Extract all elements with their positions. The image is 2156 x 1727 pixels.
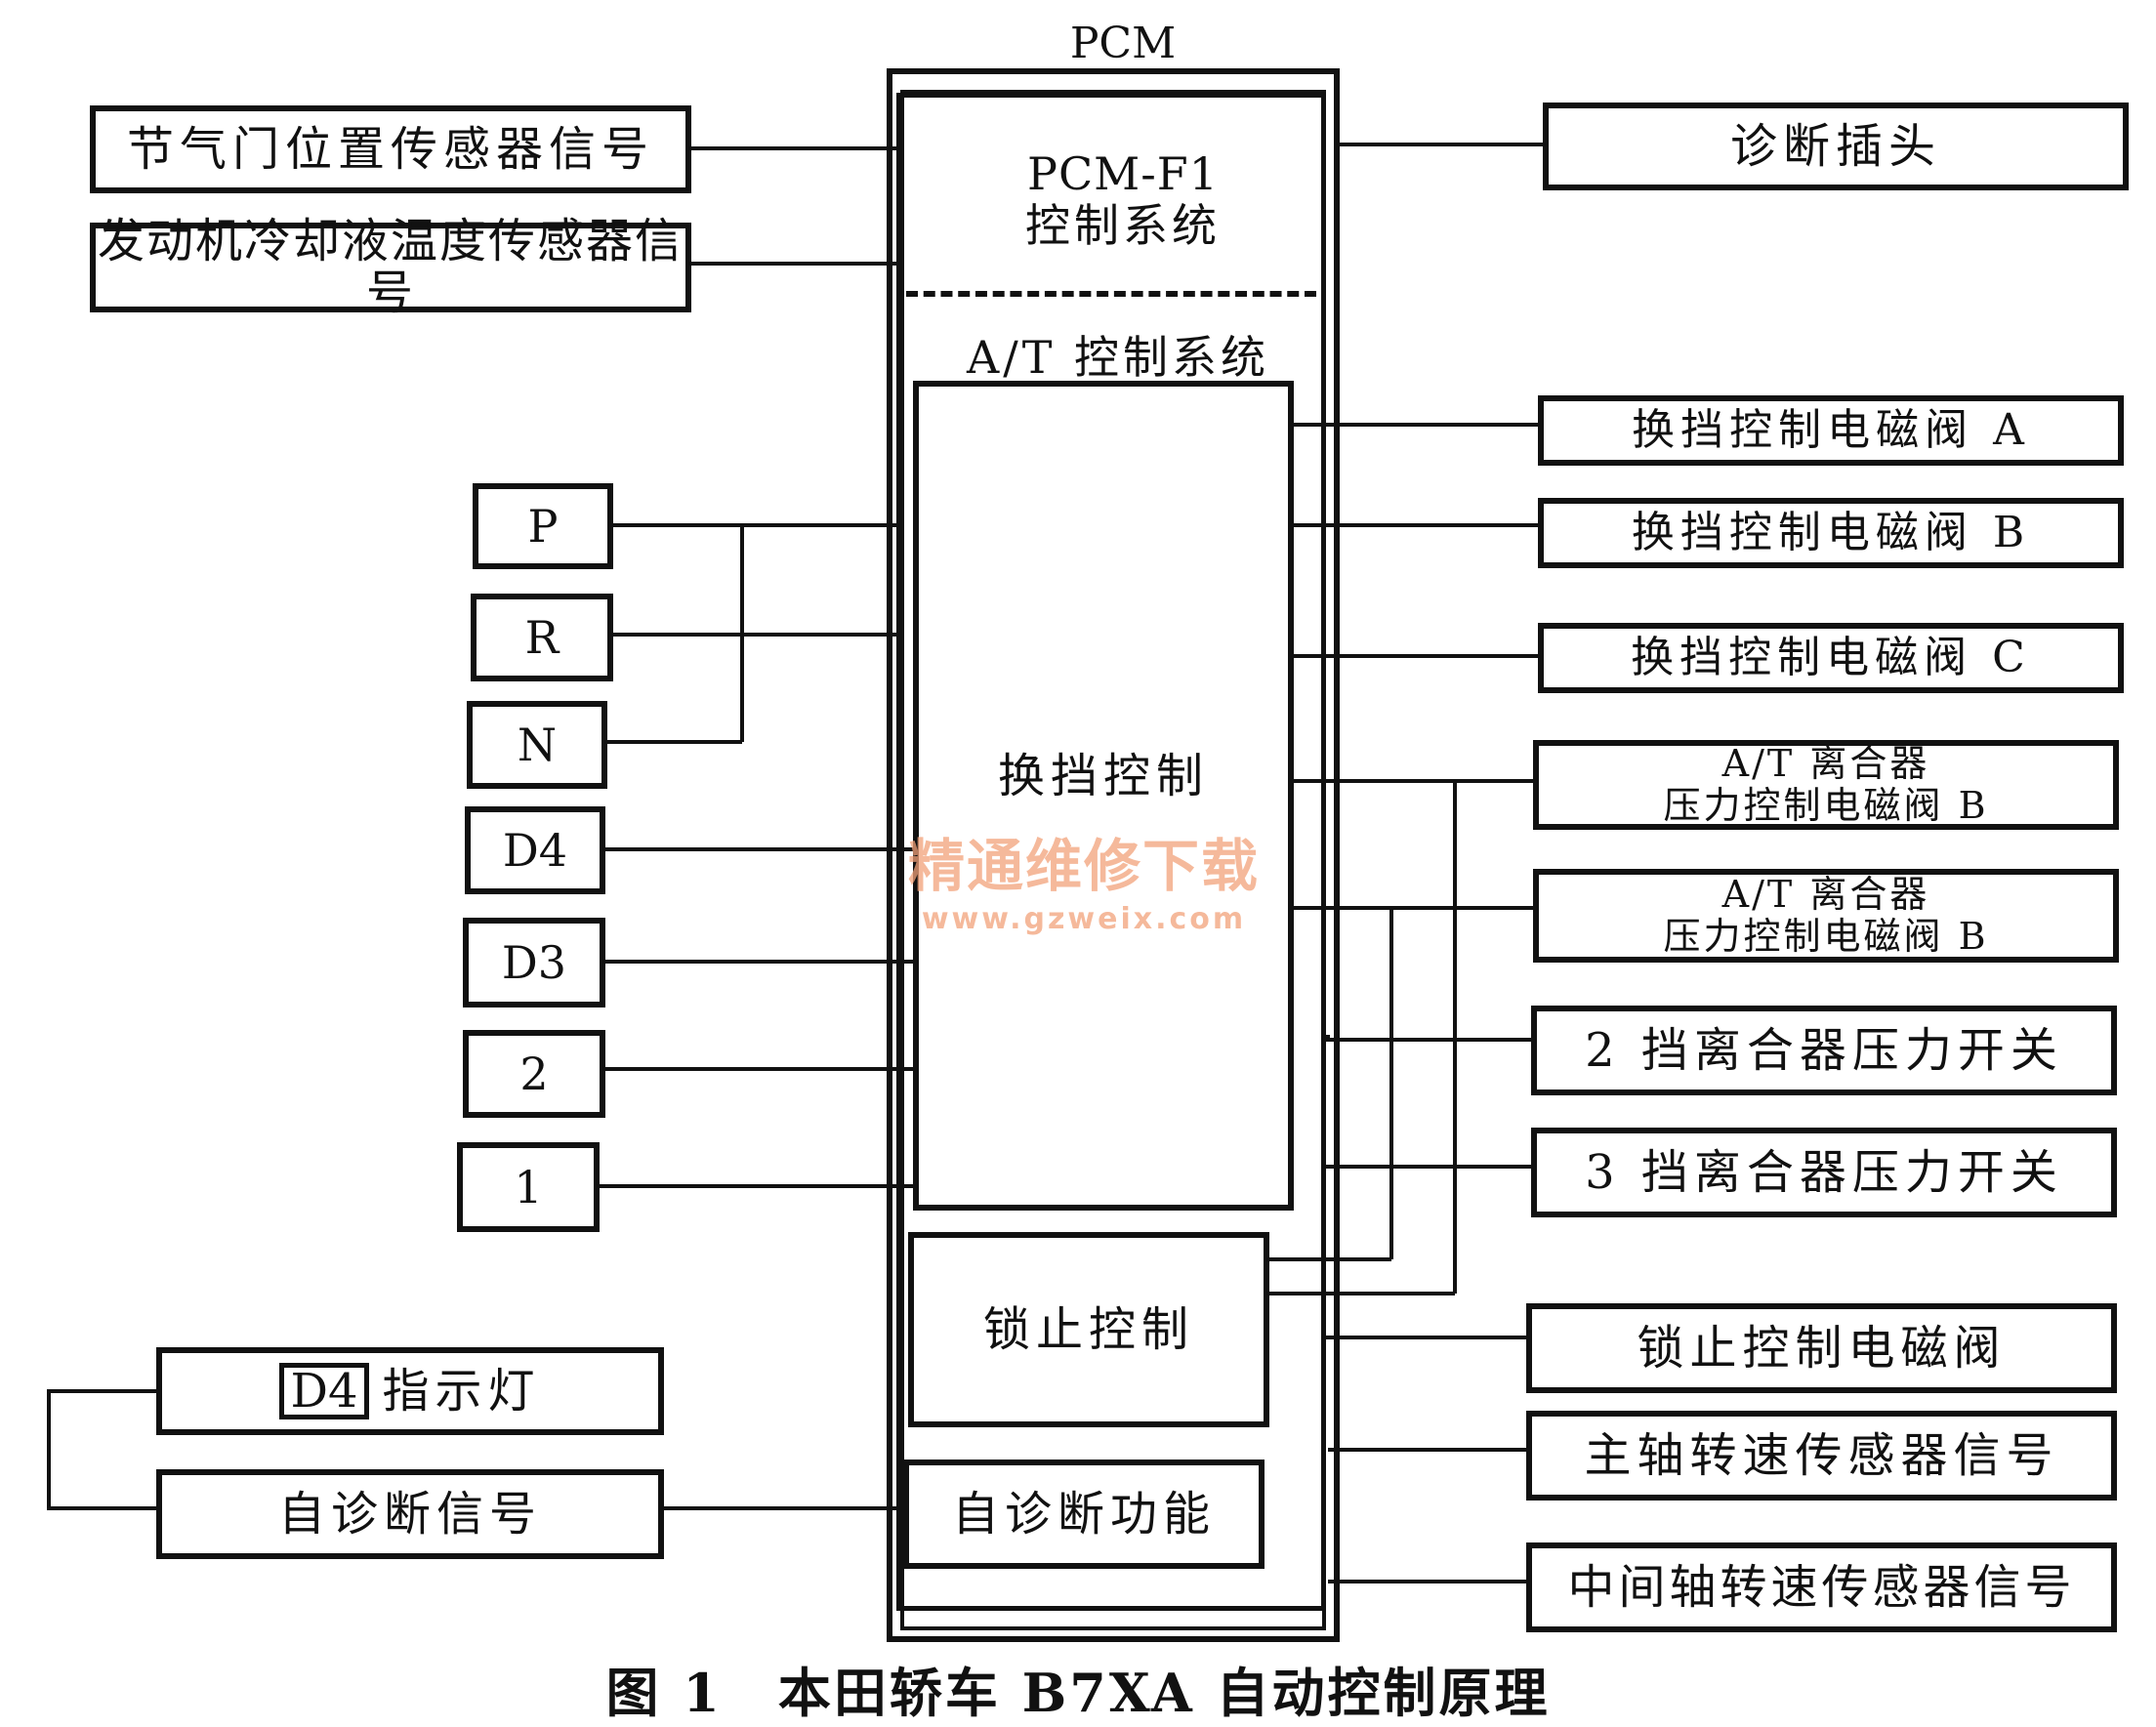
coolant-temp-sensor-label: 发动机冷却液温度传感器信号 bbox=[97, 214, 684, 320]
lockup-solenoid-label: 锁止控制电磁阀 bbox=[1637, 1320, 2007, 1376]
2nd-clutch-pressure-switch-box: 2 挡离合器压力开关 bbox=[1531, 1006, 2117, 1095]
shift-solenoid-a-label: 换挡控制电磁阀 A bbox=[1632, 404, 2030, 455]
self-diagnosis-signal-label: 自诊断信号 bbox=[277, 1486, 542, 1542]
at-control-title: A/T 控制系统 bbox=[966, 331, 1270, 384]
lockup-control-label: 锁止控制 bbox=[982, 1301, 1194, 1357]
clutch-pressure-solenoid-1-line2: 压力控制电磁阀 B bbox=[1663, 784, 1989, 827]
watermark: 精通维修下载 www.gzweix.com bbox=[879, 820, 1289, 936]
coolant-temp-sensor-box: 发动机冷却液温度传感器信号 bbox=[90, 216, 691, 318]
lockup-control-block: 锁止控制 bbox=[908, 1232, 1269, 1427]
self-diagnosis-signal-box: 自诊断信号 bbox=[156, 1469, 664, 1559]
shift-solenoid-b-label: 换挡控制电磁阀 B bbox=[1631, 507, 2031, 557]
clutch-pressure-solenoid-2-box: A/T 离合器 压力控制电磁阀 B bbox=[1533, 869, 2119, 963]
d4-indicator-badge: D4 bbox=[279, 1363, 369, 1419]
pcm-f1-divider bbox=[906, 291, 1316, 297]
countershaft-speed-sensor-label: 中间轴转速传感器信号 bbox=[1567, 1559, 2076, 1615]
shift-solenoid-c-label: 换挡控制电磁阀 C bbox=[1631, 632, 2031, 682]
gear-1-box: 1 bbox=[457, 1142, 600, 1232]
gear-d3-box: D3 bbox=[463, 918, 605, 1007]
diagnostic-connector-label: 诊断插头 bbox=[1729, 118, 1941, 174]
self-diagnosis-function-label: 自诊断功能 bbox=[951, 1486, 1216, 1542]
throttle-position-sensor-box: 节气门位置传感器信号 bbox=[90, 105, 691, 193]
gear-2-box: 2 bbox=[463, 1030, 605, 1118]
clutch-pressure-solenoid-1-line1: A/T 离合器 bbox=[1721, 742, 1930, 786]
throttle-position-sensor-label: 节气门位置传感器信号 bbox=[126, 121, 654, 177]
pcm-f1-title: PCM-F1 bbox=[1027, 147, 1219, 200]
3rd-clutch-pressure-switch-label: 3 挡离合器压力开关 bbox=[1585, 1144, 2063, 1200]
gear-p-box: P bbox=[473, 483, 613, 569]
shift-solenoid-a-box: 换挡控制电磁阀 A bbox=[1538, 395, 2124, 466]
gear-r-label: R bbox=[524, 610, 560, 664]
clutch-pressure-solenoid-2-line1: A/T 离合器 bbox=[1721, 873, 1930, 917]
pcm-outer-frame bbox=[887, 68, 1340, 1642]
diagnostic-connector-box: 诊断插头 bbox=[1543, 103, 2129, 190]
shift-control-block: 换挡控制 bbox=[913, 381, 1294, 1211]
shift-solenoid-b-box: 换挡控制电磁阀 B bbox=[1538, 498, 2124, 568]
pcm-f1-subtitle: 控制系统 bbox=[1025, 199, 1221, 252]
gear-p-label: P bbox=[527, 499, 559, 553]
clutch-pressure-solenoid-2-line2: 压力控制电磁阀 B bbox=[1663, 915, 1989, 958]
shift-control-label: 换挡控制 bbox=[997, 748, 1209, 803]
lockup-solenoid-box: 锁止控制电磁阀 bbox=[1526, 1303, 2117, 1393]
gear-n-box: N bbox=[467, 701, 607, 789]
3rd-clutch-pressure-switch-box: 3 挡离合器压力开关 bbox=[1531, 1128, 2117, 1217]
gear-r-box: R bbox=[471, 594, 613, 681]
shift-solenoid-c-box: 换挡控制电磁阀 C bbox=[1538, 623, 2124, 693]
countershaft-speed-sensor-box: 中间轴转速传感器信号 bbox=[1526, 1542, 2117, 1632]
watermark-title: 精通维修下载 bbox=[907, 833, 1260, 899]
mainshaft-speed-sensor-label: 主轴转速传感器信号 bbox=[1584, 1427, 2059, 1483]
d4-indicator-box: D4 指示灯 bbox=[156, 1347, 664, 1435]
watermark-url: www.gzweix.com bbox=[921, 902, 1247, 936]
clutch-pressure-solenoid-1-box: A/T 离合器 压力控制电磁阀 B bbox=[1533, 740, 2119, 830]
self-diagnosis-function-block: 自诊断功能 bbox=[903, 1460, 1265, 1569]
gear-2-label: 2 bbox=[519, 1047, 549, 1100]
gear-d4-box: D4 bbox=[465, 806, 605, 894]
gear-d3-label: D3 bbox=[501, 935, 567, 989]
figure-caption: 图 1 本田轿车 B7XA 自动控制原理 bbox=[605, 1662, 1551, 1724]
gear-d4-label: D4 bbox=[502, 823, 568, 877]
2nd-clutch-pressure-switch-label: 2 挡离合器压力开关 bbox=[1585, 1022, 2063, 1078]
pcm-title: PCM bbox=[1069, 19, 1177, 68]
pcm-module-frame bbox=[896, 93, 1326, 1611]
gear-1-label: 1 bbox=[514, 1160, 543, 1213]
mainshaft-speed-sensor-box: 主轴转速传感器信号 bbox=[1526, 1411, 2117, 1501]
gear-n-label: N bbox=[517, 718, 558, 771]
d4-indicator-label: 指示灯 bbox=[382, 1363, 541, 1419]
